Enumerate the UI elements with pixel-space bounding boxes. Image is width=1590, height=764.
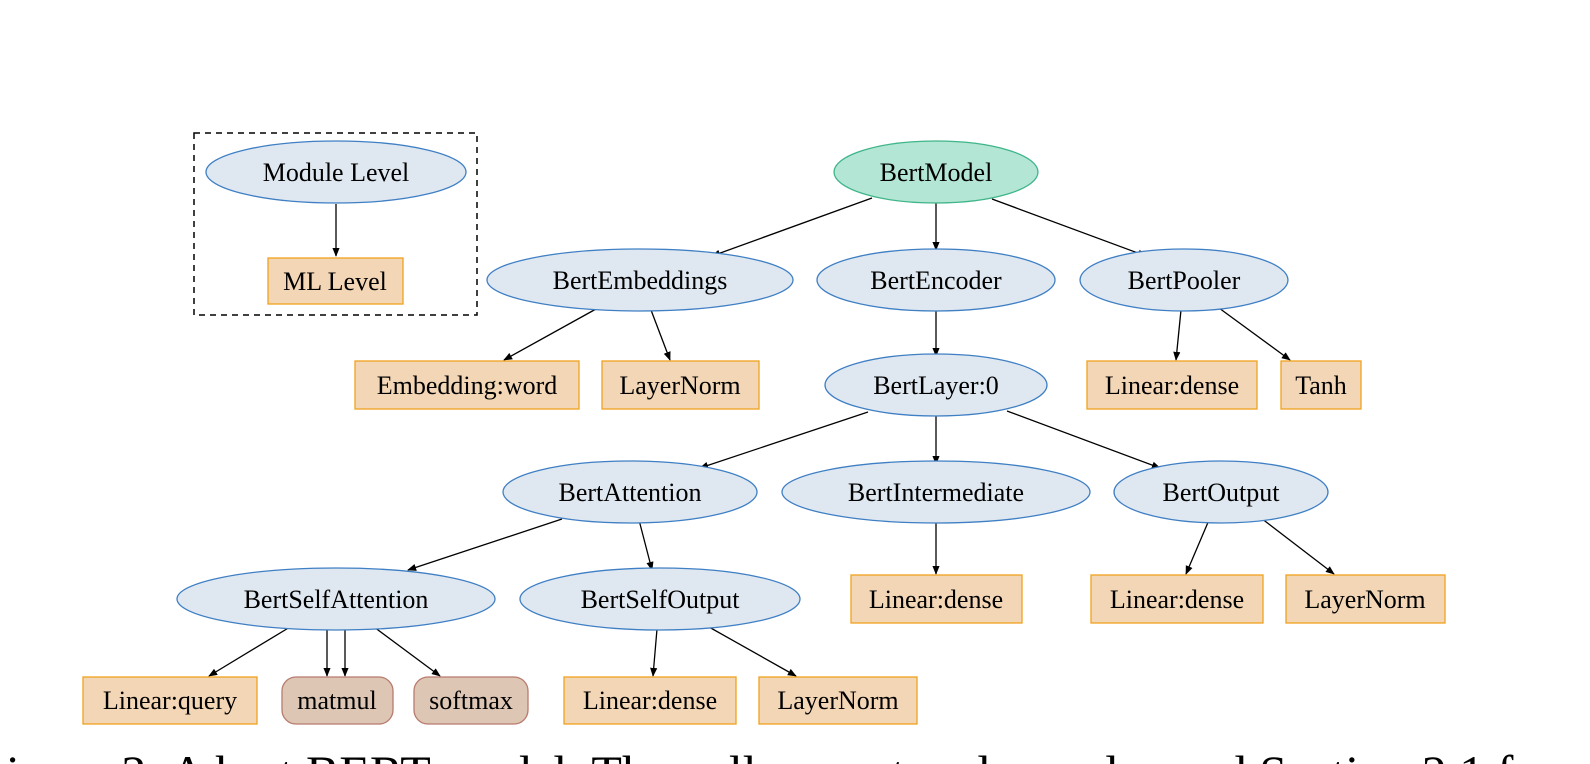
edge-bertembeddings-embeddingword: [503, 308, 597, 361]
legend-ml-label: ML Level: [283, 267, 387, 296]
node-selfout-layernorm: LayerNorm: [758, 676, 918, 725]
edge-bertoutput-lineardense: [1185, 519, 1210, 575]
node-intermediate-linear-dense: Linear:dense: [850, 574, 1023, 624]
legend-module-label: Module Level: [263, 158, 410, 187]
legend-ml-node: ML Level: [267, 257, 404, 305]
node-intermediate-linear-dense-label: Linear:dense: [869, 585, 1003, 614]
edge-bertpooler-tanh: [1218, 307, 1291, 361]
edge-bertselfattention-softmax: [373, 626, 441, 677]
edge-bertpooler-lineardense: [1173, 309, 1182, 361]
node-bertlayer0: BertLayer:0: [824, 353, 1048, 417]
node-matmul: matmul: [281, 676, 394, 725]
node-bertoutput-label: BertOutput: [1163, 478, 1281, 507]
node-bertmodel-label: BertModel: [880, 158, 993, 187]
edge-bertlayer0-bertattention: [699, 411, 869, 469]
node-bertattention-label: BertAttention: [559, 478, 702, 507]
figure-caption-cropped: igure 3: A bert BERT model. The yellow r…: [6, 745, 1590, 764]
node-selfout-linear-dense: Linear:dense: [563, 676, 737, 725]
node-bertoutput: BertOutput: [1113, 460, 1329, 524]
edge-bertmodel-bertpooler: [991, 198, 1147, 257]
legend-dashed-border: [193, 132, 478, 316]
node-bertselfoutput-label: BertSelfOutput: [581, 585, 741, 614]
node-bertselfattention-label: BertSelfAttention: [244, 585, 429, 614]
node-pooler-linear-dense-label: Linear:dense: [1105, 371, 1239, 400]
node-softmax: softmax: [413, 676, 529, 725]
node-embedding-word: Embedding:word: [354, 360, 580, 410]
node-bertencoder-label: BertEncoder: [870, 266, 1002, 295]
edges: [208, 197, 1335, 677]
node-bertencoder: BertEncoder: [816, 248, 1056, 312]
node-bertattention: BertAttention: [502, 460, 758, 524]
edge-bertselfattention-linearquery: [208, 626, 291, 677]
node-pooler-tanh-label: Tanh: [1295, 371, 1347, 400]
node-bertpooler: BertPooler: [1079, 248, 1289, 312]
node-bertpooler-label: BertPooler: [1128, 266, 1241, 295]
node-output-layernorm-label: LayerNorm: [1304, 585, 1425, 614]
node-pooler-tanh: Tanh: [1280, 360, 1362, 410]
edge-bertlayer0-bertoutput: [1006, 410, 1161, 469]
node-bertintermediate: BertIntermediate: [781, 460, 1091, 524]
node-bertlayer0-label: BertLayer:0: [873, 371, 999, 400]
node-output-linear-dense: Linear:dense: [1090, 574, 1264, 624]
node-emb-layernorm-label: LayerNorm: [619, 371, 740, 400]
node-bertmodel: BertModel: [833, 140, 1039, 204]
node-selfout-layernorm-label: LayerNorm: [777, 686, 898, 715]
node-bertembeddings: BertEmbeddings: [486, 248, 794, 312]
node-selfout-linear-dense-label: Linear:dense: [583, 686, 717, 715]
edge-bertembeddings-layernorm: [650, 309, 671, 361]
node-matmul-label: matmul: [297, 686, 376, 715]
edge-bertattention-bertselfattention: [407, 518, 563, 571]
node-linear-query: Linear:query: [82, 676, 258, 725]
node-output-linear-dense-label: Linear:dense: [1110, 585, 1244, 614]
legend-module-node: Module Level: [205, 140, 467, 204]
node-softmax-label: softmax: [429, 686, 513, 715]
node-bertintermediate-label: BertIntermediate: [848, 478, 1024, 507]
node-output-layernorm: LayerNorm: [1285, 574, 1446, 624]
node-bertselfattention: BertSelfAttention: [176, 567, 496, 631]
edge-bertselfoutput-lineardense: [650, 628, 658, 677]
edge-bertoutput-layernorm: [1260, 517, 1335, 575]
node-bertembeddings-label: BertEmbeddings: [553, 266, 728, 295]
edge-bertselfoutput-layernorm: [708, 626, 797, 677]
node-emb-layernorm: LayerNorm: [601, 360, 760, 410]
node-linear-query-label: Linear:query: [103, 686, 237, 715]
legend-box: Module Level ML Level: [193, 132, 478, 316]
node-pooler-linear-dense: Linear:dense: [1086, 360, 1258, 410]
edge-bertattention-bertselfoutput: [638, 519, 654, 571]
node-bertselfoutput: BertSelfOutput: [519, 567, 801, 631]
edge-bertmodel-bertembeddings: [711, 197, 873, 257]
node-embedding-word-label: Embedding:word: [377, 371, 558, 400]
